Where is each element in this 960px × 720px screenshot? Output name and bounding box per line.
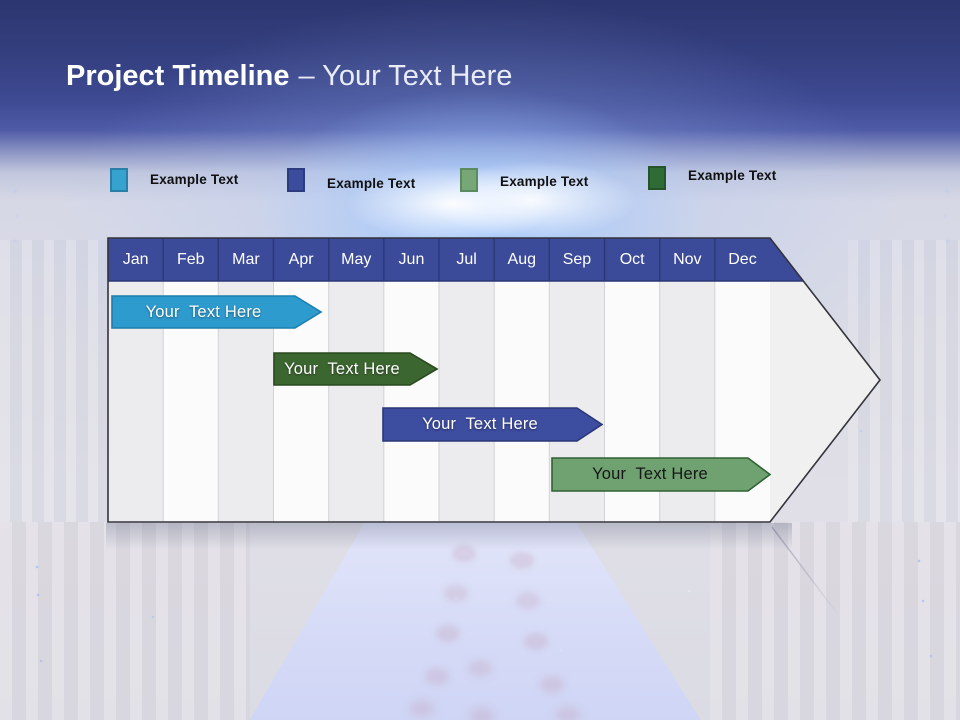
legend: Example Text Example Text Example Text E… <box>0 166 960 198</box>
month-cell: Jun <box>398 251 425 268</box>
legend-item[interactable]: Example Text <box>648 166 776 190</box>
month-cell: Aug <box>507 251 537 268</box>
month-cell: Dec <box>728 251 757 268</box>
legend-swatch-icon <box>648 166 666 190</box>
month-stripe <box>439 238 495 522</box>
month-cell: Apr <box>288 251 314 268</box>
gantt-bar-4[interactable] <box>551 457 772 492</box>
arrow-reflection-line <box>771 526 855 637</box>
month-cell: Jan <box>122 251 149 268</box>
legend-label: Example Text <box>150 172 239 187</box>
page-title[interactable]: Project Timeline– Your Text Here <box>66 60 512 93</box>
month-cell: Jul <box>456 251 477 268</box>
gantt-bar-label-3[interactable]: Your Text Here <box>422 415 538 433</box>
table-reflection <box>106 523 792 550</box>
title-primary: Project Timeline <box>66 60 290 92</box>
legend-swatch-icon <box>460 168 478 192</box>
legend-swatch-icon <box>287 168 305 192</box>
gantt-bar-3[interactable] <box>382 407 604 442</box>
month-cell: Feb <box>176 251 205 268</box>
month-cell: Nov <box>673 251 702 268</box>
month-cell: Oct <box>619 251 645 268</box>
floor-right-decor <box>710 522 960 720</box>
gantt-bar-label-1[interactable]: Your Text Here <box>145 303 262 321</box>
month-cell: May <box>341 251 372 268</box>
legend-item[interactable]: Example Text <box>460 168 588 192</box>
gantt-bar-1[interactable] <box>111 295 323 329</box>
month-stripe <box>218 238 274 522</box>
legend-label: Example Text <box>500 174 589 189</box>
legend-label: Example Text <box>688 168 777 183</box>
month-stripe <box>108 238 164 522</box>
header-dividers <box>108 238 880 282</box>
timeline-arrow-outline <box>107 237 882 523</box>
legend-swatch-icon <box>110 168 128 192</box>
title-placeholder: – Your Text Here <box>298 60 513 92</box>
gantt-bar-2[interactable] <box>273 352 439 386</box>
legend-item[interactable]: Example Text <box>110 168 238 192</box>
month-cell: Sep <box>562 251 592 268</box>
gantt-bar-label-4[interactable]: Your Text Here <box>592 465 708 483</box>
month-cell: Mar <box>232 251 260 268</box>
server-rack-left-decor <box>0 240 112 522</box>
floor-left-decor <box>0 522 250 720</box>
legend-item[interactable]: Example Text <box>287 168 415 192</box>
legend-label: Example Text <box>327 176 416 191</box>
gantt-bar-label-2[interactable]: Your Text Here <box>284 360 400 378</box>
month-header-row: Jan Feb Mar Apr May Jun Jul Aug Sep Oct … <box>108 238 770 281</box>
